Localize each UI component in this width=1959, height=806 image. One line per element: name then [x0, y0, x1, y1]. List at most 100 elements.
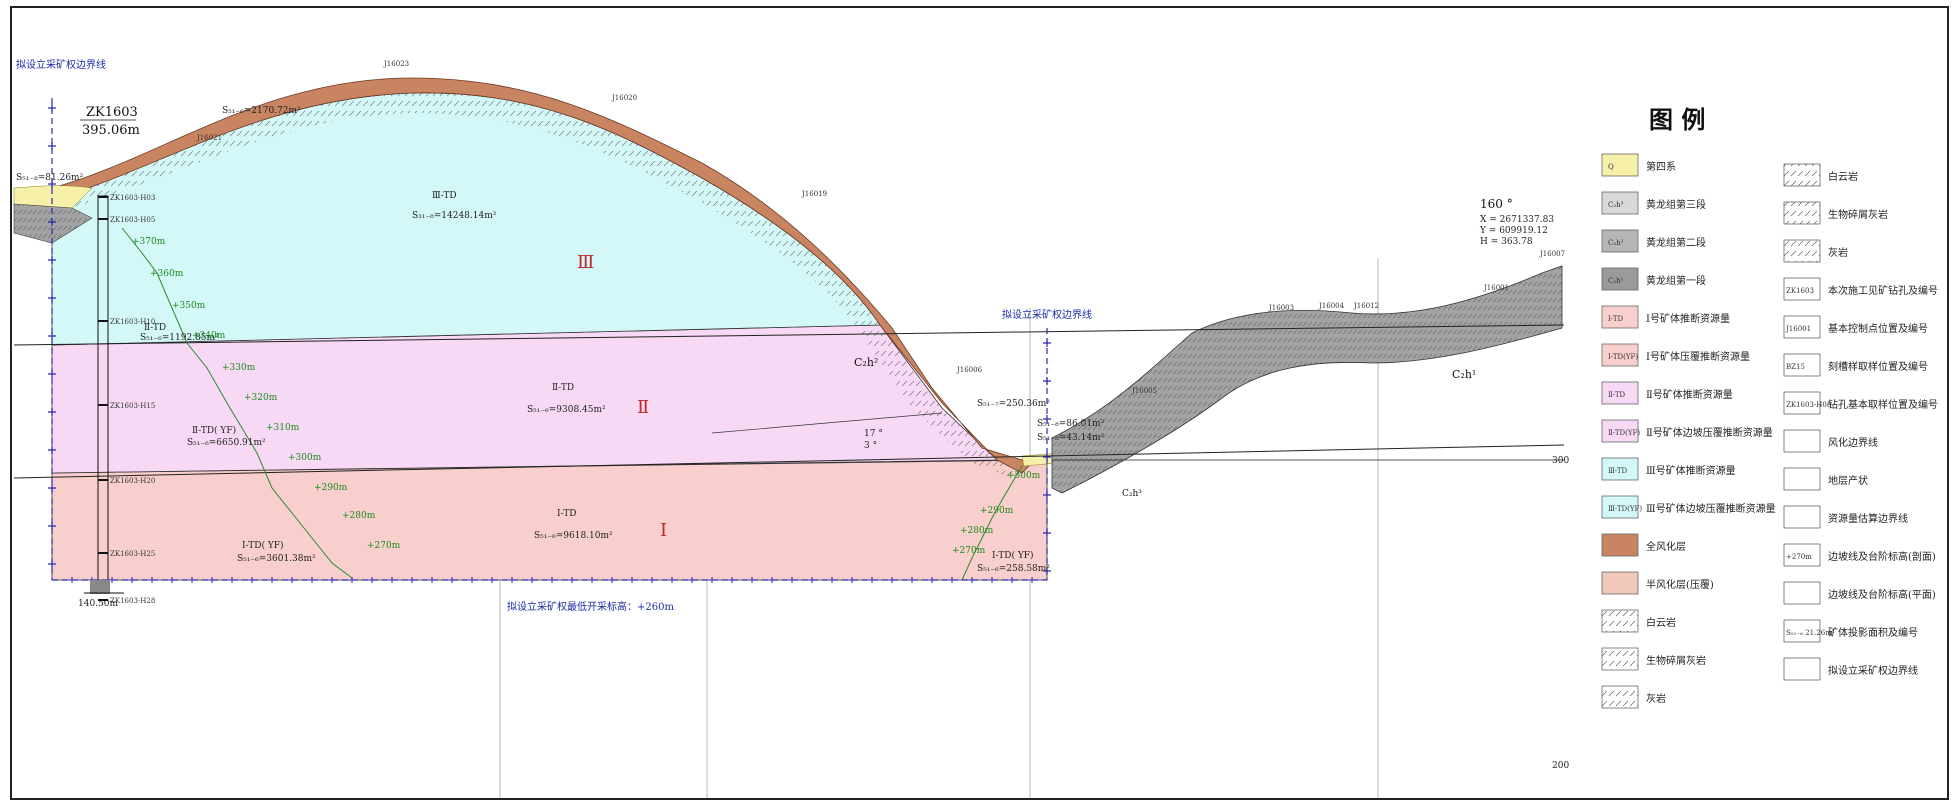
area-r4: S₅₁₋₆=258.58m² [977, 564, 1050, 574]
legend-symbol [1783, 429, 1821, 453]
legend-pattern [1602, 648, 1638, 670]
legend-code: C₂h³ [1608, 201, 1624, 209]
legend-swatch [1601, 571, 1639, 595]
area-top: S₅₁₋₆=2170.72m² [222, 106, 301, 116]
legend-swatch [1601, 191, 1639, 215]
area-r3: S₅₁₋₈=43.14m² [1037, 433, 1105, 443]
bottom-width: 140.50m [78, 599, 118, 609]
station-label: J16006 [956, 366, 983, 374]
borehole-depth: 395.06m [82, 123, 140, 138]
area-block2: S₅₁₋₆=9308.45m² [527, 405, 606, 415]
legend-label: 白云岩 [1646, 616, 1676, 629]
block-label-1yf-right: Ⅰ-TD( YF) [992, 550, 1034, 561]
stage-labels-left: +370m+360m+350m+340m+330m+320m+310m+300m… [132, 237, 401, 551]
legend-symbol [1783, 543, 1821, 567]
station-label: J16021 [196, 134, 222, 142]
legend-label: 灰岩 [1828, 246, 1848, 259]
dip-small: 3 ° [864, 441, 877, 451]
roman-3: Ⅲ [577, 252, 594, 273]
legend-code: Ⅱ-TD(YF) [1608, 429, 1640, 437]
dolomite-band [52, 92, 1022, 478]
formation-c2h1: C₂h¹ [1452, 368, 1476, 381]
sample-label: ZK1603-H15 [110, 402, 155, 410]
legend-label: 全风化层 [1646, 540, 1686, 553]
legend-label: Ⅱ号矿体推断资源量 [1646, 388, 1733, 401]
stage-label: +370m [132, 237, 166, 247]
legend-swatch [1601, 153, 1639, 177]
legend-label: 白云岩 [1828, 170, 1858, 183]
elevation-300: 300 [1552, 456, 1569, 466]
legend-label: 边坡线及台阶标高(平面) [1828, 588, 1936, 601]
legend-swatch [1601, 533, 1639, 557]
legend-code: Ⅱ-TD [1608, 391, 1626, 399]
stage-label: +330m [222, 363, 256, 373]
station-label: J16001 [1483, 284, 1509, 292]
legend-swatch [1601, 457, 1639, 481]
legend-label: 拟设立采矿权边界线 [1828, 664, 1918, 677]
legend-pattern [1602, 686, 1638, 708]
stage-label: +350m [172, 301, 206, 311]
legend-label: 生物碎屑灰岩 [1646, 654, 1706, 667]
grey-layer-left [13, 203, 93, 244]
roman-2: Ⅱ [637, 397, 649, 418]
stage-label: +270m [367, 541, 401, 551]
coord-x: X = 2671337.83 [1480, 215, 1554, 225]
legend-label: 钻孔基本取样位置及编号 [1828, 398, 1938, 411]
block-label-1: Ⅰ-TD [557, 509, 577, 519]
legend-label: 本次施工见矿钻孔及编号 [1828, 284, 1938, 297]
legend-symbol [1783, 505, 1821, 529]
sample-label: ZK1603-H20 [110, 477, 155, 485]
stage-labels-right: +300m+290m+280m+270m [952, 471, 1041, 556]
legend-pattern [1602, 610, 1638, 632]
ore-block-2 [51, 324, 998, 474]
stage-label: +280m [342, 511, 376, 521]
sample-label: ZK1603-H05 [110, 216, 155, 224]
geological-section: 拟设立采矿权边界线 拟设立采矿权边界线 ZK1603 395.06m 140.5… [13, 58, 1938, 798]
azimuth: 160 ° [1480, 197, 1513, 211]
stage-label: +340m [192, 331, 226, 341]
station-label: J16004 [1318, 302, 1345, 310]
legend-code: C₂h² [1608, 239, 1624, 247]
ore-block-1 [51, 459, 1048, 581]
legend-swatch [1601, 229, 1639, 253]
boundary-ticks [48, 104, 1051, 583]
block-label-1yf: Ⅰ-TD( YF) [242, 540, 284, 551]
station-labels: J16023J16020J16021J16019J16006J16005J160… [196, 60, 1565, 395]
legend-code: Ⅲ-TD [1608, 467, 1628, 475]
station-label: J16023 [383, 60, 409, 68]
legend-label: 刻槽样取样位置及编号 [1828, 360, 1928, 373]
block-label-2yf: Ⅱ-TD( YF) [192, 425, 236, 436]
legend-label: Ⅱ号矿体边坡压覆推断资源量 [1646, 426, 1773, 439]
weathered-layer [51, 77, 1033, 474]
stage-label-right: +300m [1007, 471, 1041, 481]
stage-label-right: +290m [980, 506, 1014, 516]
legend-swatch [1601, 305, 1639, 329]
legend-symbol [1783, 353, 1821, 377]
legend-code: Q [1608, 163, 1614, 171]
legend-title: 图 例 [1649, 105, 1705, 134]
sample-label: ZK1603-H03 [110, 194, 155, 202]
area-r2: S₅₁₋₈=86.01m² [1037, 419, 1105, 429]
dip-angle: 17 ° [864, 429, 883, 439]
boundary-label-right: 拟设立采矿权边界线 [1002, 308, 1092, 321]
area-block3: S₃₁₋₈=14248.14m² [412, 211, 497, 221]
legend-pattern [1784, 202, 1820, 224]
legend-code: ZK1603 [1786, 287, 1814, 295]
bench-lines [121, 227, 1023, 581]
legend-label: 半风化层(压覆) [1646, 578, 1714, 591]
legend-symbol [1783, 657, 1821, 681]
legend-label: 风化边界线 [1828, 436, 1878, 449]
stage-label-right: +270m [952, 546, 986, 556]
legend-swatch [1601, 495, 1639, 519]
area-block2-left: S₅₁₋₆=1192.85m² [140, 333, 219, 343]
legend-label: 黄龙组第一段 [1646, 274, 1706, 287]
sample-labels: ZK1603-H03ZK1603-H05ZK1603-H10ZK1603-H15… [98, 194, 155, 605]
legend-pattern [1784, 164, 1820, 186]
sample-label: ZK1603-H25 [110, 550, 155, 558]
legend-code: Ⅲ-TD(YF) [1608, 505, 1642, 513]
boundary-label-left: 拟设立采矿权边界线 [16, 58, 106, 71]
legend-swatch [1601, 419, 1639, 443]
legend-label: Ⅰ号矿体推断资源量 [1646, 312, 1730, 325]
